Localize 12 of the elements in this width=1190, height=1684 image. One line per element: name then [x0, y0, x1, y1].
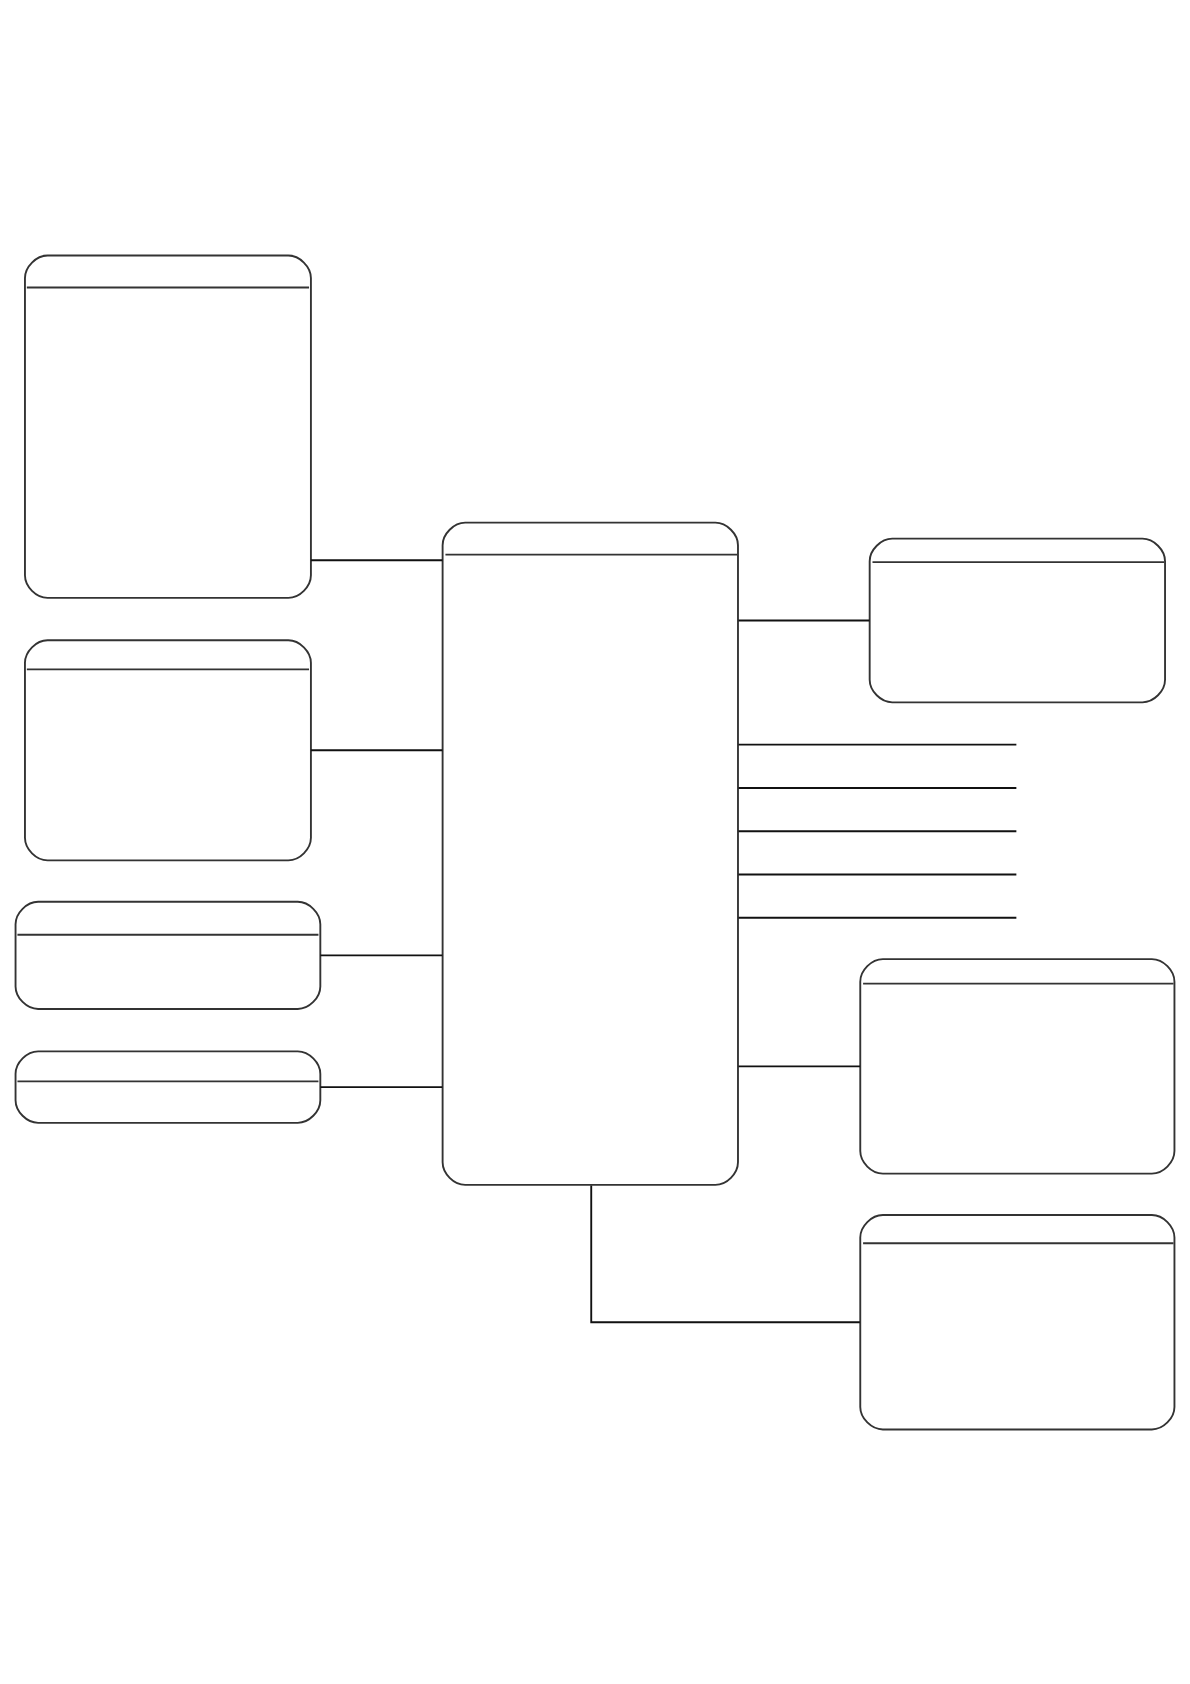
- connector: [737, 916, 1018, 919]
- connector: [737, 1064, 861, 1067]
- connector: [737, 743, 1018, 746]
- connector: [737, 786, 1018, 789]
- connector: [310, 748, 444, 751]
- connector: [319, 953, 444, 956]
- connector: [737, 829, 1018, 832]
- connector: [319, 1085, 444, 1088]
- connector: [737, 873, 1018, 875]
- connector: [737, 619, 871, 621]
- connector: [310, 558, 444, 561]
- connector: [590, 1184, 861, 1323]
